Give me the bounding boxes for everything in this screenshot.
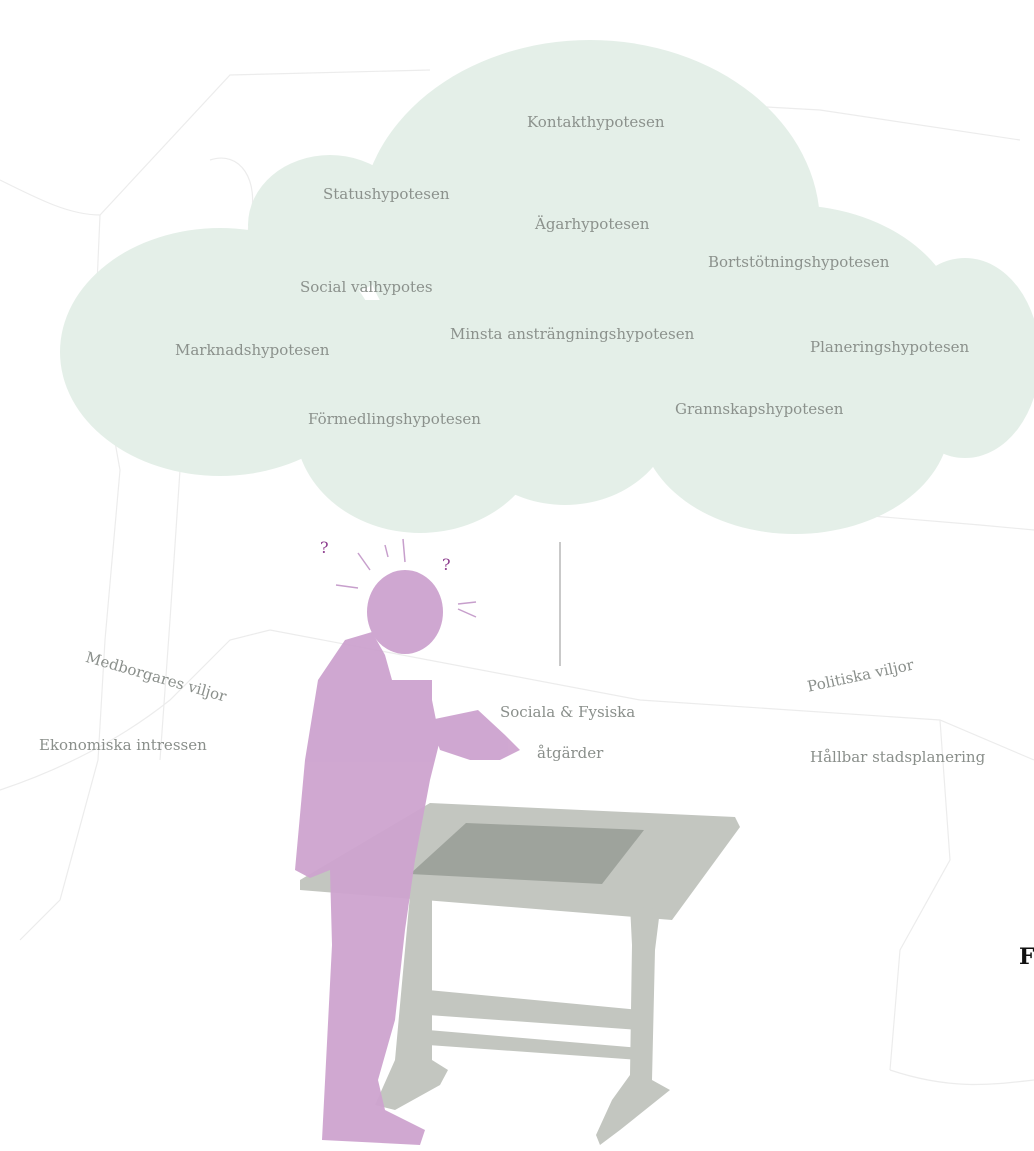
thought-lines: [335, 538, 477, 618]
hypothesis-bortstotning: Bortstötningshypotesen: [708, 253, 890, 271]
hypothesis-social-val: Social valhypotes: [300, 278, 433, 296]
label-measures-line2: åtgärder: [537, 744, 604, 762]
cut-off-letter: F: [1019, 944, 1034, 970]
label-sustainable-planning: Hållbar stadsplanering: [810, 748, 986, 766]
hypothesis-planering: Planeringshypotesen: [810, 338, 970, 356]
hypothesis-grannskap: Grannskapshypotesen: [675, 400, 844, 418]
hypothesis-status: Statushypotesen: [323, 185, 450, 203]
hypothesis-agar: Ägarhypotesen: [535, 215, 650, 233]
hypothesis-marknad: Marknadshypotesen: [175, 341, 330, 359]
hypothesis-minsta-anstrangning: Minsta ansträngningshypotesen: [450, 325, 695, 343]
person-silhouette: [295, 570, 520, 1145]
label-measures-line1: Sociala & Fysiska: [500, 703, 636, 721]
question-mark-left: ?: [320, 538, 329, 557]
hypothesis-kontakt: Kontakthypotesen: [527, 113, 665, 131]
label-economic-interests: Ekonomiska intressen: [39, 736, 207, 754]
question-mark-right: ?: [442, 555, 451, 574]
hypothesis-formedling: Förmedlingshypotesen: [308, 410, 481, 428]
hypothesis-cloud: [60, 40, 1034, 534]
